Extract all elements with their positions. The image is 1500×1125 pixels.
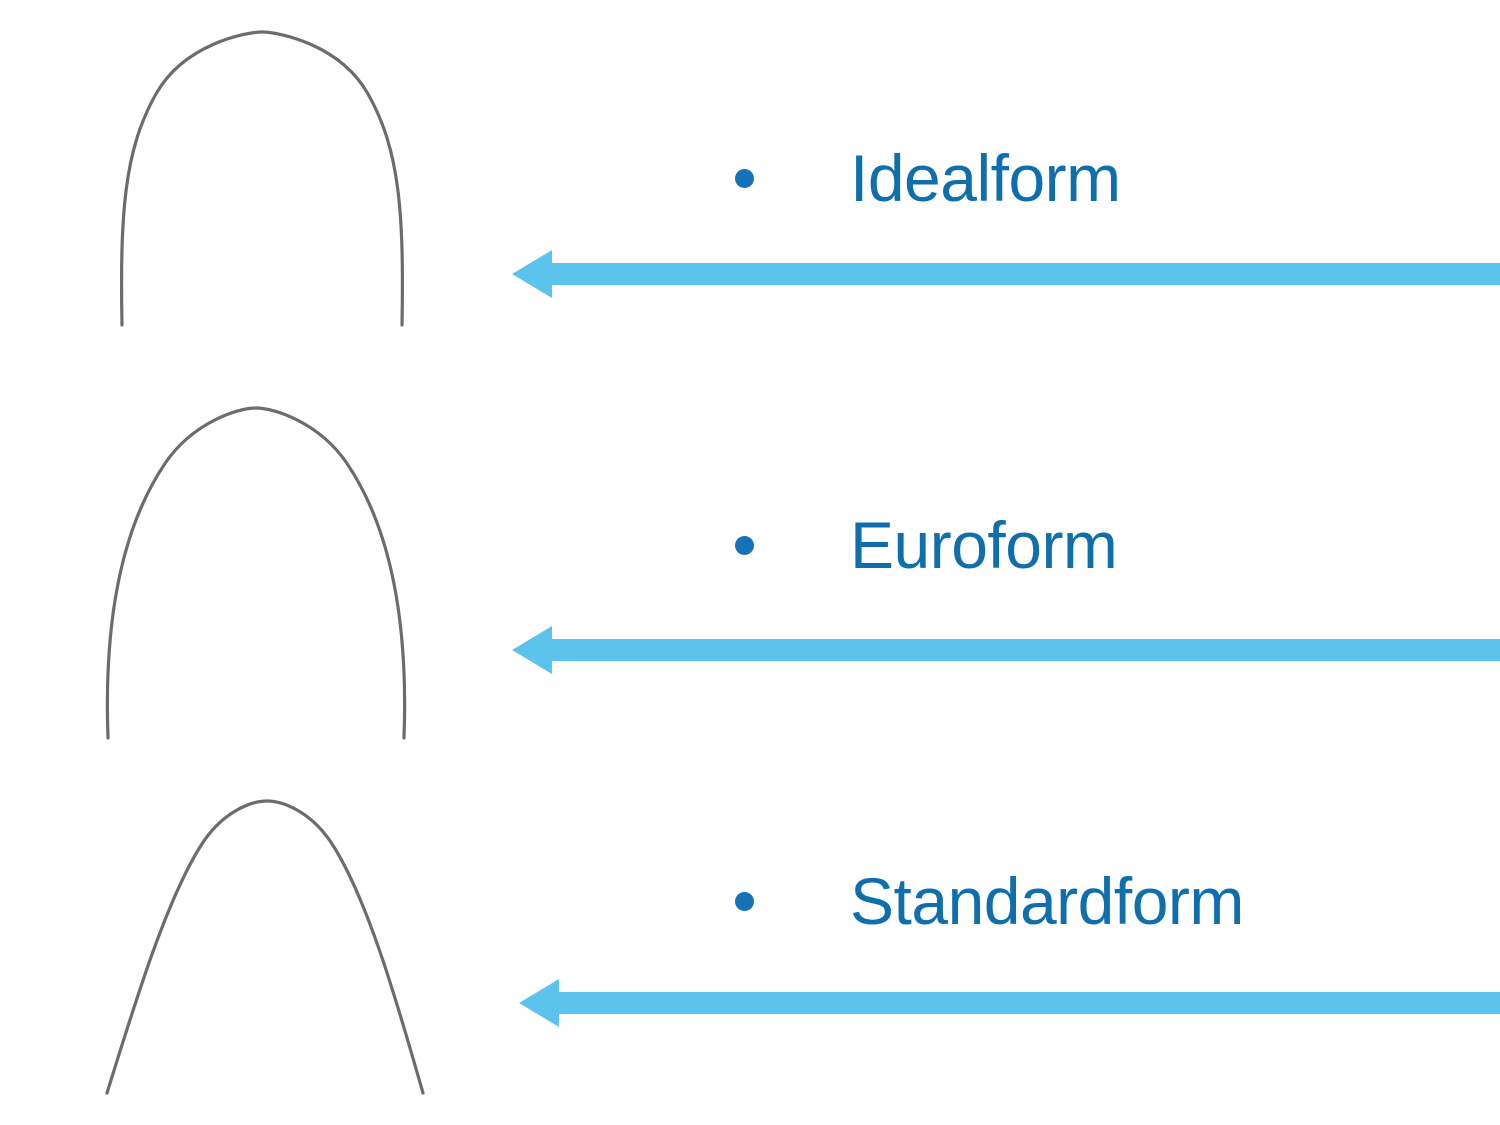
left-arrow-standardform xyxy=(505,975,1500,1031)
bullet-dot-icon xyxy=(735,168,754,188)
arrow-shape xyxy=(519,979,1500,1027)
list-item-label: Standardform xyxy=(850,864,1244,938)
left-arrow-euroform xyxy=(505,622,1500,678)
list-item-label: Euroform xyxy=(850,508,1118,582)
idealform-archwire xyxy=(60,10,490,340)
standardform-arch-path xyxy=(105,799,425,1095)
bullet-dot-icon xyxy=(735,535,754,555)
euroform-archwire-svg xyxy=(105,406,407,740)
euroform-arch-path xyxy=(105,406,407,740)
list-item-label: Idealform xyxy=(850,141,1121,215)
list-item-idealform: Idealform xyxy=(735,145,1121,211)
left-arrow-idealform xyxy=(505,246,1500,302)
list-item-standardform: Standardform xyxy=(735,868,1244,934)
left-arrow-euroform-svg xyxy=(512,626,1500,674)
idealform-archwire-svg xyxy=(119,30,405,327)
left-arrow-standardform-svg xyxy=(519,979,1500,1027)
left-arrow-idealform-svg xyxy=(512,250,1500,298)
standardform-archwire-svg xyxy=(105,799,425,1095)
arrow-shape xyxy=(512,250,1500,298)
idealform-arch-path xyxy=(119,30,405,327)
list-item-euroform: Euroform xyxy=(735,508,1118,582)
bullet-dot-icon xyxy=(735,891,754,911)
standardform-archwire xyxy=(60,785,490,1105)
arrow-shape xyxy=(512,626,1500,674)
euroform-archwire xyxy=(60,400,490,745)
